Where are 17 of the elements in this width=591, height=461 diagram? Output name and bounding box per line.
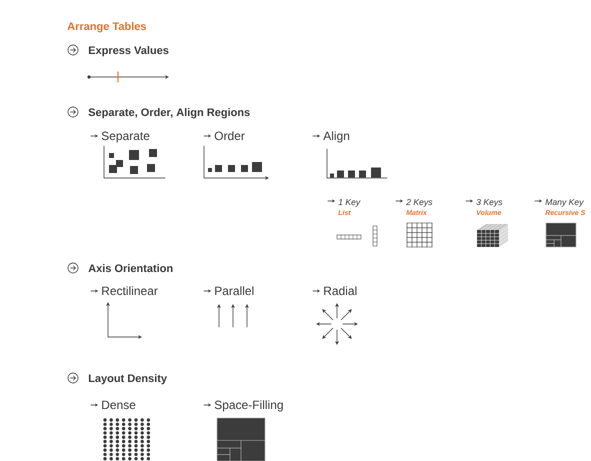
option-label: Dense [102,400,136,410]
option-label: Many Key [545,199,584,207]
option-label: 2 Keys [406,199,432,207]
option-label: 1 Key [338,199,361,207]
option-label: Separate [102,132,150,142]
option-label: Align [323,131,350,142]
option-label: Order [214,131,245,140]
section-heading: Separate, Order, Align Regions [88,108,250,118]
section-heading: Layout Density [88,374,167,384]
option-label: Radial [324,286,356,296]
section-heading: Express Values [88,46,168,56]
option-label: 3 Keys [476,199,502,207]
option-label: Rectilinear [102,286,158,296]
option-label: Parallel [215,286,254,296]
option-label: Space-Filling [214,400,283,412]
title: Arrange Tables [67,22,146,32]
section-heading: Axis Orientation [88,264,172,272]
